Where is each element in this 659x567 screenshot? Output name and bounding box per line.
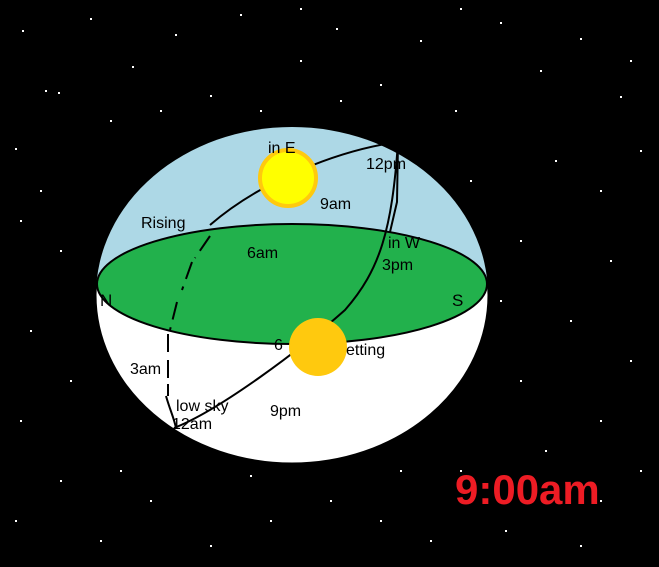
star — [500, 300, 502, 302]
rising-label: Rising — [141, 215, 185, 232]
star — [545, 450, 547, 452]
star — [340, 100, 342, 102]
star — [380, 84, 382, 86]
nine-pm-label: 9pm — [270, 403, 301, 420]
star — [540, 70, 542, 72]
star — [580, 38, 582, 40]
star — [160, 110, 162, 112]
star — [400, 470, 402, 472]
in-w-label: in W — [388, 235, 421, 252]
twelve-pm-label: 12pm — [366, 156, 406, 173]
star — [270, 520, 272, 522]
star — [505, 530, 507, 532]
low-sky-bracket — [165, 384, 177, 429]
star — [600, 420, 602, 422]
low-sky-label: low sky — [176, 398, 228, 415]
star — [336, 28, 338, 30]
star — [250, 475, 252, 477]
north-label: N — [100, 291, 112, 310]
star — [20, 420, 22, 422]
star — [600, 500, 602, 502]
star — [380, 520, 382, 522]
star — [210, 95, 212, 97]
star — [150, 500, 152, 502]
star — [520, 380, 522, 382]
in-e-label: in E — [268, 140, 296, 157]
star — [330, 500, 332, 502]
starfield — [15, 8, 642, 547]
star — [40, 190, 42, 192]
star — [420, 40, 422, 42]
star — [555, 160, 557, 162]
south-label: S — [452, 291, 463, 310]
star — [520, 240, 522, 242]
star — [500, 22, 502, 24]
star — [20, 220, 22, 222]
star — [620, 96, 622, 98]
star — [580, 545, 582, 547]
star — [110, 120, 112, 122]
horizon-plane — [96, 223, 488, 345]
star — [260, 110, 262, 112]
twelve-am-label: 12am — [172, 416, 212, 433]
star — [630, 60, 632, 62]
star — [640, 150, 642, 152]
star — [300, 60, 302, 62]
star — [58, 92, 60, 94]
star — [45, 90, 47, 92]
meridian-line — [389, 141, 399, 233]
star — [15, 520, 17, 522]
star — [610, 260, 612, 262]
star — [132, 66, 134, 68]
star — [175, 34, 177, 36]
star — [630, 360, 632, 362]
star — [30, 330, 32, 332]
star — [15, 148, 17, 150]
sun-setting-position — [289, 318, 347, 376]
star — [430, 540, 432, 542]
three-pm-label: 3pm — [382, 257, 413, 274]
sun-path-hidden-dashed — [167, 235, 211, 384]
sun-current-position — [258, 148, 318, 208]
six-am-label: 6am — [247, 245, 278, 262]
star — [460, 470, 462, 472]
star — [70, 380, 72, 382]
star — [60, 250, 62, 252]
setting-partial-label: etting — [346, 342, 385, 359]
star — [600, 190, 602, 192]
nine-am-label: 9am — [320, 196, 351, 213]
six-pm-partial-label: 6 — [274, 337, 283, 354]
star — [210, 545, 212, 547]
star — [300, 8, 302, 10]
star — [570, 320, 572, 322]
three-am-label: 3am — [130, 361, 161, 378]
star — [460, 8, 462, 10]
star — [240, 14, 242, 16]
star — [120, 470, 122, 472]
star — [640, 470, 642, 472]
star — [90, 18, 92, 20]
star — [100, 540, 102, 542]
star — [22, 30, 24, 32]
star — [470, 180, 472, 182]
time-readout: 9:00am — [455, 466, 600, 513]
star — [60, 480, 62, 482]
star — [455, 110, 457, 112]
